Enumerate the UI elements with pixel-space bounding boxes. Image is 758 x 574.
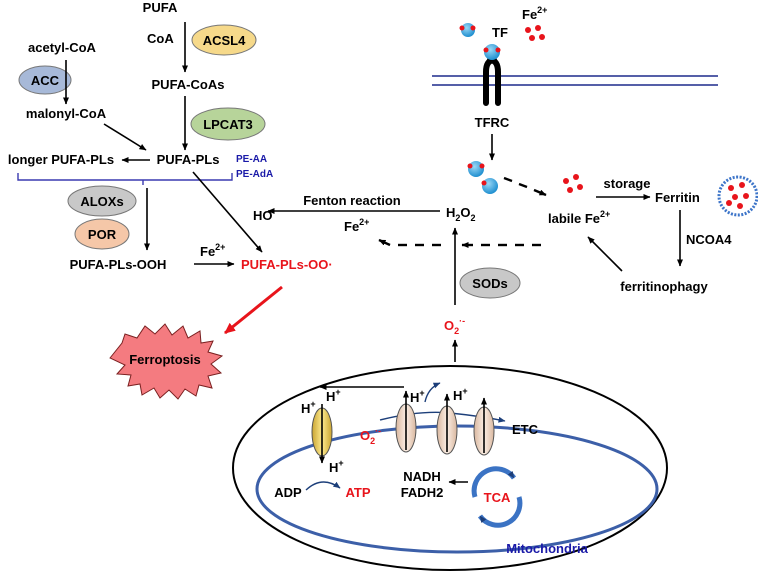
complex-2-icon <box>436 393 458 455</box>
coa-label: CoA <box>147 31 174 46</box>
arrow-adp-to-atp <box>305 481 341 491</box>
endosome-tf-icon <box>467 161 498 194</box>
tf-label: TF <box>492 25 508 40</box>
fe-left-label: Fe2+ <box>200 242 225 259</box>
h-plus-label-2: H+ <box>326 387 341 404</box>
complex-1-icon <box>395 390 417 453</box>
acc-enzyme: ACC <box>18 65 72 95</box>
pe-aa-label: PE-AA <box>236 154 267 165</box>
svg-text:LPCAT3: LPCAT3 <box>203 117 253 132</box>
superoxide-mito-label: O2·- <box>360 426 381 446</box>
superoxide-label: O2·- <box>444 316 465 336</box>
acetyl-coa-label: acetyl-CoA <box>28 40 97 55</box>
dashed-arrow-to-fe-mid <box>378 238 441 247</box>
longer-pufa-pls-label: longer PUFA-PLs <box>8 152 114 167</box>
pufa-pls-ooh-label: PUFA-PLs-OOH <box>70 257 167 272</box>
mitochondrion <box>232 365 668 571</box>
storage-label: storage <box>604 176 651 191</box>
h-plus-label-5: H+ <box>329 458 344 475</box>
svg-text:PUFA: PUFA <box>143 0 178 15</box>
atp-synthase-icon <box>311 404 333 464</box>
svg-text:SODs: SODs <box>472 276 507 291</box>
arrow-pls-to-oo <box>192 171 263 253</box>
h-plus-label-3: H+ <box>410 388 425 405</box>
fadh2-label: FADH2 <box>401 485 444 500</box>
atp-label: ATP <box>345 485 370 500</box>
etc-curve-up <box>424 382 441 403</box>
adp-label: ADP <box>274 485 302 500</box>
pufa-coas-label: PUFA-CoAs <box>152 77 225 92</box>
aloxs-enzyme: ALOXs <box>67 185 137 217</box>
pe-ada-label: PE-AdA <box>236 169 273 180</box>
mitochondria-label: Mitochondria <box>506 541 588 556</box>
pufa-pls-label: PUFA-PLs <box>157 152 220 167</box>
tfrc-receptor-icon <box>483 44 501 106</box>
h-plus-label-4: H+ <box>453 386 468 403</box>
acsl4-enzyme: ACSL4 <box>191 24 257 56</box>
pls-bracket <box>17 173 233 185</box>
arrow-to-ferroptosis <box>224 285 283 335</box>
fe-mid-label: Fe2+ <box>344 217 369 234</box>
h-plus-label-1: H+ <box>301 399 316 416</box>
svg-text:ACC: ACC <box>31 73 60 88</box>
svg-text:Ferroptosis: Ferroptosis <box>129 352 201 367</box>
svg-text:POR: POR <box>88 227 117 242</box>
cell-membrane <box>432 75 718 86</box>
svg-text:ALOXs: ALOXs <box>80 194 123 209</box>
dashed-arrow-release-iron <box>503 176 547 197</box>
arrow-malonyl-to-pls <box>103 123 147 151</box>
tfrc-label: TFRC <box>475 115 510 130</box>
iron-dots-top-icon <box>525 25 545 41</box>
lpcat3-enzyme: LPCAT3 <box>190 107 266 141</box>
sods-enzyme: SODs <box>459 267 521 299</box>
labile-fe-label: labile Fe2+ <box>548 209 610 226</box>
tca-cycle-icon: TCA <box>471 466 523 528</box>
complex-3-icon <box>473 397 495 456</box>
ho-label: HO· <box>253 206 276 223</box>
fe-top-label: Fe2+ <box>522 5 547 22</box>
ferritin-icon <box>717 175 758 217</box>
ncoa4-label: NCOA4 <box>686 232 732 247</box>
ferritin-label: Ferritin <box>655 190 700 205</box>
transferrin-icon <box>459 23 476 37</box>
por-enzyme: POR <box>74 218 130 250</box>
ferroptosis-burst: Ferroptosis <box>109 323 224 400</box>
fenton-reaction-label: Fenton reaction <box>303 193 401 208</box>
malonyl-coa-label: malonyl-CoA <box>26 106 107 121</box>
pufa-label: PUFA <box>143 0 178 15</box>
pufa-pls-oo-label: PUFA-PLs-OO· <box>241 257 333 272</box>
h2o2-label: H2O2 <box>446 205 476 223</box>
nadh-label: NADH <box>403 469 441 484</box>
labile-iron-dots-icon <box>563 174 583 193</box>
svg-text:TCA: TCA <box>484 490 511 505</box>
arrow-ferritinophagy-to-labile <box>587 236 623 272</box>
etc-label: ETC <box>512 422 539 437</box>
ferritinophagy-label: ferritinophagy <box>620 279 708 294</box>
svg-text:ACSL4: ACSL4 <box>203 33 246 48</box>
